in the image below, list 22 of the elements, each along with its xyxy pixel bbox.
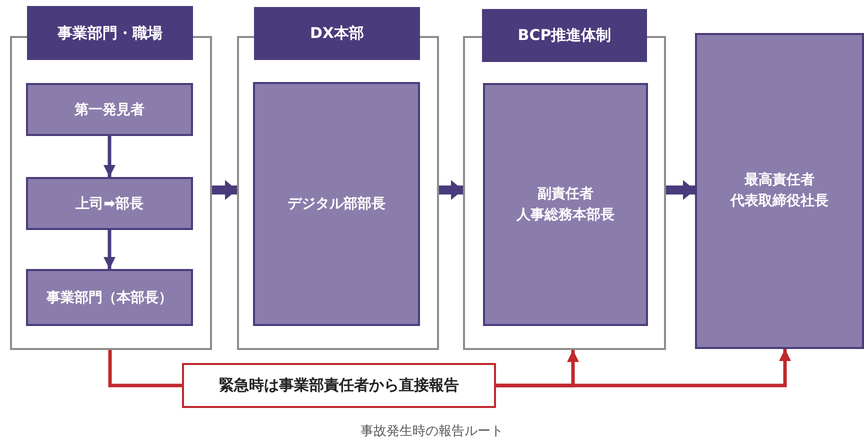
role-text: 最高責任者 (744, 170, 814, 190)
arrow (104, 230, 116, 269)
block-arrow (439, 180, 463, 200)
role-box: 事業部門（本部長） (26, 269, 193, 326)
role-box (483, 83, 648, 326)
role-box (695, 33, 864, 349)
caption: 事故発生時の報告ルート (360, 423, 504, 440)
arrow (496, 349, 791, 388)
group-header: 事業部門・職場 (27, 6, 193, 60)
connector-line (108, 350, 182, 388)
note-box: 緊急時は事業部責任者から直接報告 (182, 363, 496, 408)
role-text: 人事総務本部長 (516, 206, 614, 224)
role-box: 第一発見者 (26, 83, 193, 136)
block-arrow (212, 180, 237, 200)
role-box: 上司➡部長 (26, 177, 193, 230)
role-text: 副責任者 (538, 184, 594, 204)
group-header: BCP推進体制 (482, 9, 647, 62)
block-arrow (666, 180, 695, 200)
group-header: DX本部 (254, 7, 420, 60)
role-box: デジタル部部長 (253, 82, 420, 326)
arrow (104, 136, 116, 177)
role-text: 代表取締役社長 (730, 192, 828, 211)
